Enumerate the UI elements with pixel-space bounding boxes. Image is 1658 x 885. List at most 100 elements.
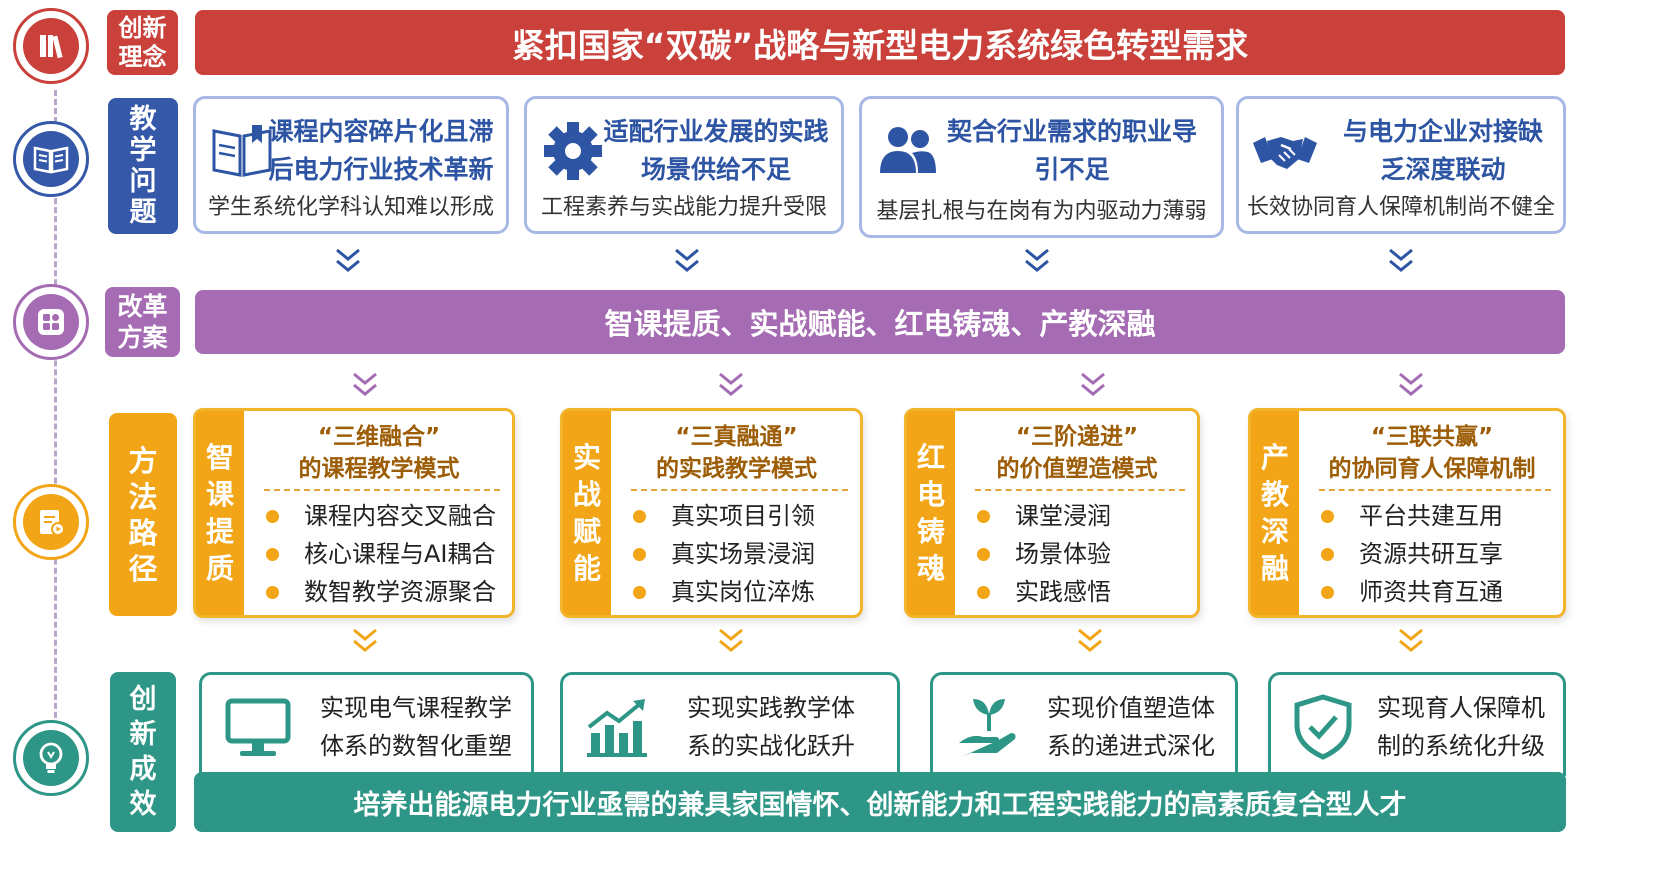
- chevron-down-icon: [675, 248, 699, 272]
- method-side-label: 实战赋能: [563, 411, 611, 615]
- plant-hand-icon: [959, 699, 1016, 757]
- dashed-divider: [631, 489, 848, 491]
- results-banner: 培养出能源电力行业亟需的兼具家国情怀、创新能力和工程实践能力的高素质复合型人才: [194, 772, 1566, 832]
- method-title-line1: “三联共赢”: [1370, 424, 1494, 450]
- method-side-text: 红电铸魂: [916, 441, 945, 585]
- row-label-concept: 创新理念: [107, 10, 178, 75]
- result-text-line1: 实现价值塑造体: [1047, 694, 1215, 722]
- method-side-label: 红电铸魂: [907, 411, 955, 615]
- method-title: “三真融通” 的实践教学模式: [613, 421, 860, 485]
- row-label-methods-text: 方法路径: [128, 443, 158, 586]
- result-card-2: 实现实践教学体 系的实战化跃升: [560, 672, 900, 776]
- method-side-text: 产教深融: [1260, 441, 1289, 585]
- method-title-line2: 的实践教学模式: [656, 456, 817, 482]
- chevron-down-icon: [1399, 628, 1423, 652]
- chevron-down-icon: [353, 628, 377, 652]
- result-card-1: 实现电气课程教学 体系的数智化重塑: [199, 672, 534, 776]
- row-label-reform: 改革方案: [105, 287, 180, 357]
- problem-desc: 长效协同育人保障机制尚不健全: [1246, 195, 1555, 220]
- problem-desc: 工程素养与实战能力提升受限: [540, 195, 827, 220]
- row-label-methods: 方法路径: [109, 413, 177, 616]
- chevron-down-icon: [336, 248, 360, 272]
- method-title: “三维融合” 的课程教学模式: [246, 421, 512, 485]
- chevron-down-icon: [719, 628, 743, 652]
- result-text: 实现育人保障机 制的系统化升级: [1363, 689, 1559, 765]
- method-card-1: 智课提质 “三维融合” 的课程教学模式 课程内容交叉融合 核心课程与AI耦合 数…: [193, 408, 515, 618]
- result-text-line2: 制的系统化升级: [1377, 732, 1545, 760]
- row-label-results: 创新成效: [110, 672, 176, 832]
- result-card-3: 实现价值塑造体 系的递进式深化: [930, 672, 1238, 776]
- method-side-text: 实战赋能: [572, 441, 601, 585]
- handshake-icon: [1253, 137, 1317, 169]
- row-label-problems: 教学问题: [108, 98, 178, 234]
- chevron-down-icon: [1081, 372, 1105, 396]
- method-title: “三阶递进” 的价值塑造模式: [957, 421, 1197, 485]
- dashed-divider: [264, 489, 500, 491]
- list-item: 场景体验: [977, 535, 1111, 573]
- dashed-divider: [1319, 489, 1551, 491]
- growth-chart-icon: [587, 699, 647, 757]
- row-label-reform-text: 改革方案: [117, 292, 168, 352]
- method-card-3: 红电铸魂 “三阶递进” 的价值塑造模式 课堂浸润 场景体验 实践感悟: [904, 408, 1200, 618]
- problem-title: 与电力企业对接缺乏深度联动: [1342, 117, 1543, 184]
- people-icon: [880, 127, 936, 173]
- result-text-line1: 实现实践教学体: [687, 694, 855, 722]
- problem-desc: 学生系统化学科认知难以形成: [207, 195, 494, 220]
- result-text-line1: 实现电气课程教学: [320, 694, 512, 722]
- method-title-line1: “三阶递进”: [1015, 424, 1139, 450]
- concept-banner: 紧扣国家“双碳”战略与新型电力系统绿色转型需求: [195, 10, 1565, 75]
- result-text: 实现价值塑造体 系的递进式深化: [1033, 689, 1229, 765]
- list-item: 真实项目引领: [633, 497, 815, 535]
- method-side-label: 智课提质: [196, 411, 244, 615]
- reform-banner: 智课提质、实战赋能、红电铸魂、产教深融: [195, 290, 1565, 354]
- chevron-down-icon: [719, 372, 743, 396]
- method-side-label: 产教深融: [1251, 411, 1299, 615]
- problem-card-3: 契合行业需求的职业导引不足 基层扎根与在岗有为内驱动力薄弱: [859, 96, 1224, 238]
- method-card-2: 实战赋能 “三真融通” 的实践教学模式 真实项目引领 真实场景浸润 真实岗位淬炼: [560, 408, 863, 618]
- grid-apps-icon: [23, 294, 79, 350]
- chevron-down-icon: [1389, 248, 1413, 272]
- book-icon: [212, 125, 272, 177]
- shield-check-icon: [1294, 694, 1352, 760]
- problem-title: 课程内容碎片化且滞后电力行业技术革新: [268, 117, 494, 184]
- chevron-down-icon: [1399, 372, 1423, 396]
- timeline-node-problems: [13, 121, 89, 197]
- timeline-dashed-line: [54, 90, 57, 790]
- result-text-line2: 系的实战化跃升: [687, 732, 855, 760]
- problem-title: 契合行业需求的职业导引不足: [947, 117, 1198, 184]
- result-text: 实现实践教学体 系的实战化跃升: [671, 689, 871, 765]
- monitor-icon: [225, 698, 291, 756]
- method-title-line2: 的课程教学模式: [298, 456, 460, 482]
- list-item: 数智教学资源聚合: [266, 573, 496, 611]
- list-item: 资源共研互享: [1321, 535, 1503, 573]
- method-title-line1: “三真融通”: [675, 424, 798, 450]
- timeline-node-concept: [13, 8, 89, 84]
- timeline-node-reform: [13, 284, 89, 360]
- result-text-line2: 体系的数智化重塑: [320, 732, 512, 760]
- problem-desc: 基层扎根与在岗有为内驱动力薄弱: [876, 199, 1207, 224]
- list-item: 真实场景浸润: [633, 535, 815, 573]
- method-title-line2: 的价值塑造模式: [996, 456, 1158, 482]
- document-play-icon: [23, 494, 79, 550]
- method-items: 课程内容交叉融合 核心课程与AI耦合 数智教学资源聚合: [266, 497, 496, 611]
- list-item: 核心课程与AI耦合: [266, 535, 496, 573]
- list-item: 课程内容交叉融合: [266, 497, 496, 535]
- lightbulb-icon: [23, 730, 79, 786]
- method-title: “三联共赢” 的协同育人保障机制: [1301, 421, 1563, 485]
- method-title-line2: 的协同育人保障机制: [1328, 456, 1536, 482]
- list-item: 平台共建互用: [1321, 497, 1503, 535]
- result-text-line1: 实现育人保障机: [1377, 694, 1545, 722]
- row-label-concept-text: 创新理念: [118, 13, 167, 71]
- method-side-text: 智课提质: [205, 441, 234, 585]
- result-text: 实现电气课程教学 体系的数智化重塑: [306, 689, 526, 765]
- problem-title: 适配行业发展的实践场景供给不足: [603, 117, 829, 184]
- list-item: 课堂浸润: [977, 497, 1111, 535]
- method-title-line1: “三维融合”: [317, 424, 441, 450]
- chevron-down-icon: [1078, 628, 1102, 652]
- list-item: 师资共育互通: [1321, 573, 1503, 611]
- timeline-node-results: [13, 720, 89, 796]
- open-book-icon: [23, 131, 79, 187]
- method-items: 课堂浸润 场景体验 实践感悟: [977, 497, 1111, 611]
- method-items: 平台共建互用 资源共研互享 师资共育互通: [1321, 497, 1503, 611]
- problem-card-2: 适配行业发展的实践场景供给不足 工程素养与实战能力提升受限: [524, 96, 844, 234]
